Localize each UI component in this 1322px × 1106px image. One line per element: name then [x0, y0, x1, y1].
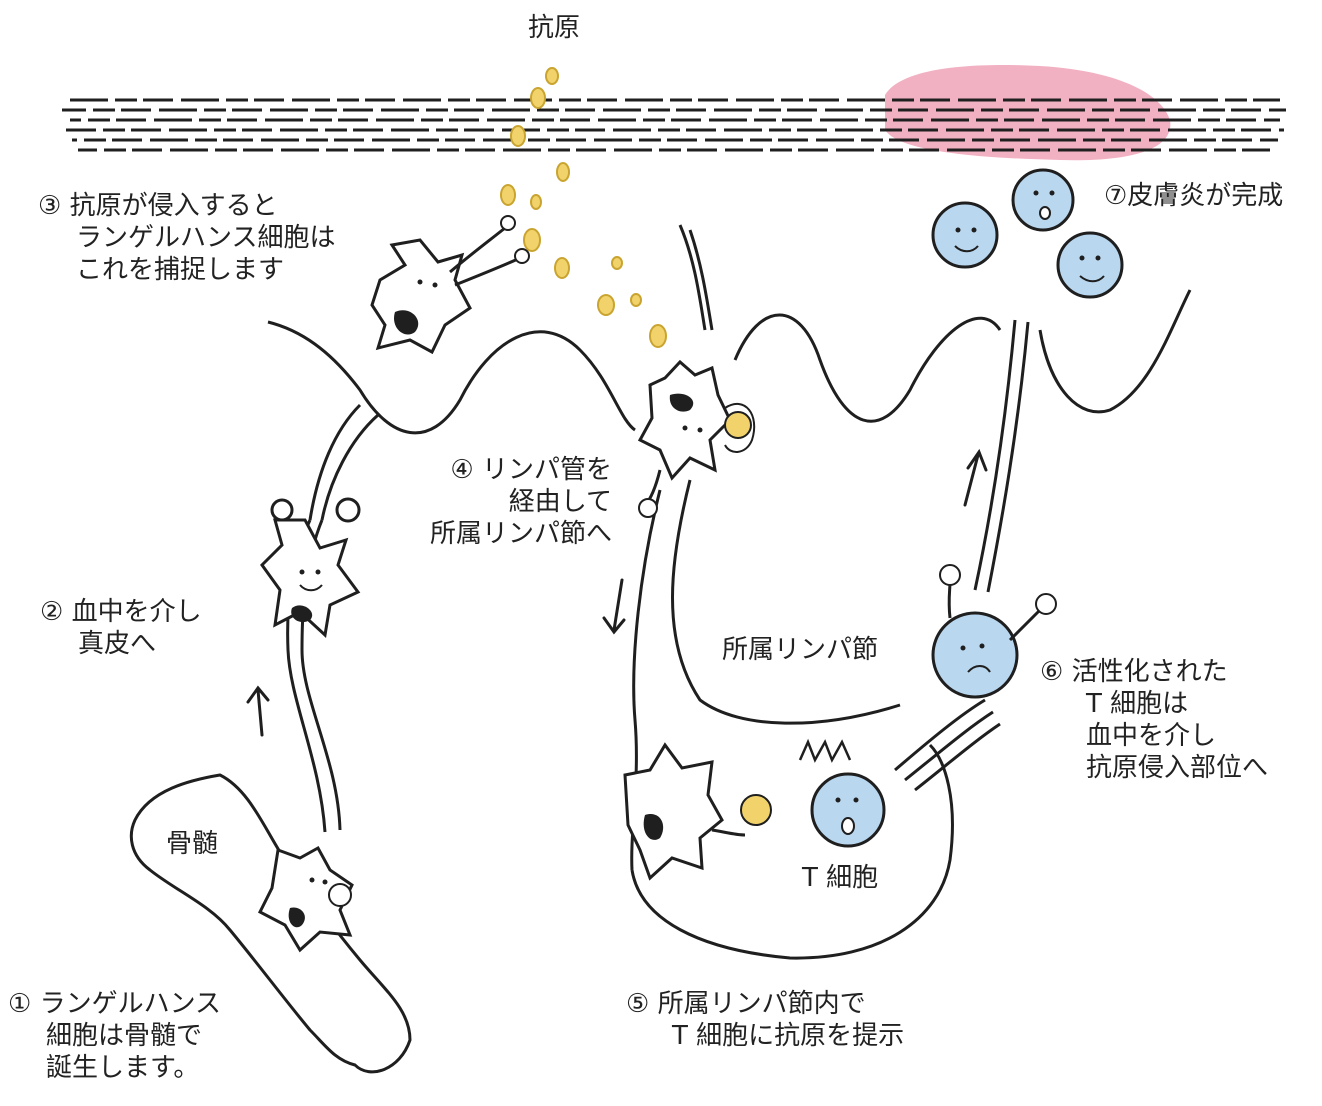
t-cell-skin-3 [1056, 231, 1124, 299]
step-4-line-3: 所属リンパ節へ [429, 519, 612, 549]
step-1-text: ① ランゲルハンス 細胞は骨髄で 誕生します。 [8, 988, 221, 1084]
epidermis-layer [62, 98, 1286, 152]
step-7-line-1: ⑦皮膚炎が完成 [1104, 181, 1284, 211]
step-2-line-2: 真皮へ [78, 629, 157, 659]
antigen-label: 抗原 [528, 13, 581, 43]
langerhans-cell-presenting [623, 742, 772, 881]
t-cell-label: T 細胞 [802, 863, 879, 893]
langerhans-cell-blood [260, 497, 361, 638]
direction-arrows [246, 448, 988, 737]
step-1-line-2: 細胞は骨髄で [46, 1021, 203, 1051]
antigen-particles [500, 67, 667, 348]
t-cell-skin-1 [931, 201, 999, 269]
lymph-node-label: 所属リンパ節 [722, 635, 879, 665]
t-cell-activated [931, 564, 1057, 699]
step-6-line-4: 抗原侵入部位へ [1086, 753, 1269, 783]
step-7-text: ⑦皮膚炎が完成 [1104, 180, 1283, 212]
lymph-node-outline [630, 743, 954, 960]
blood-vessel-right [894, 319, 1030, 792]
step-1-line-3: 誕生します。 [46, 1053, 200, 1083]
t-cell-skin-2 [1011, 168, 1075, 232]
step-6-line-3: 血中を介し [1086, 721, 1217, 751]
step-4-line-2: 経由して [508, 487, 612, 517]
langerhans-cell-bone-marrow [257, 845, 354, 953]
step-5-line-2: T 細胞に抗原を提示 [672, 1021, 905, 1051]
step-2-line-1: ② 血中を介し [40, 597, 202, 627]
step-1-line-1: ① ランゲルハンス [8, 989, 222, 1019]
langerhans-cell-lymph [637, 359, 756, 518]
dermis-boundary [267, 289, 1192, 435]
step-6-text: ⑥ 活性化された T 細胞は 血中を介し 抗原侵入部位へ [1040, 656, 1268, 784]
step-6-line-2: T 細胞は [1086, 689, 1189, 719]
step-3-line-2: ランゲルハンス細胞は [76, 223, 336, 253]
step-3-line-3: これを捕捉します [76, 255, 285, 285]
langerhans-cell-capturing [370, 215, 530, 355]
t-cell-lymph-node [798, 738, 886, 848]
step-3-line-1: ③ 抗原が侵入すると [38, 191, 278, 221]
bone-marrow-label: 骨髄 [166, 829, 219, 859]
step-6-line-1: ⑥ 活性化された [1040, 657, 1228, 687]
step-5-line-1: ⑤ 所属リンパ節内で [626, 989, 866, 1019]
step-4-line-1: ④ リンパ管を [450, 455, 612, 485]
bone-marrow-shape [129, 773, 412, 1074]
step-3-text: ③ 抗原が侵入すると ランゲルハンス細胞は これを捕捉します [38, 190, 335, 286]
step-4-text: ④ リンパ管を 経由して 所属リンパ節へ [404, 454, 612, 550]
step-5-text: ⑤ 所属リンパ節内で T 細胞に抗原を提示 [626, 988, 904, 1052]
inflammation-patch [885, 65, 1171, 161]
step-2-text: ② 血中を介し 真皮へ [40, 596, 202, 660]
t-cells [798, 168, 1124, 848]
